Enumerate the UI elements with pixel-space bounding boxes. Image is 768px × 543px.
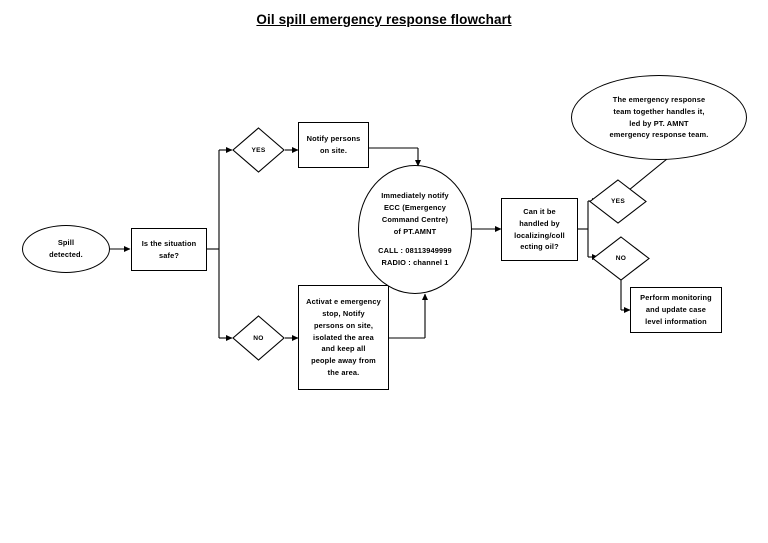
response-team-line2: team together handles it, (613, 106, 705, 116)
handled-line4: ecting oil? (520, 242, 559, 252)
node-is-situation-safe[interactable]: Is the situation safe? (131, 228, 207, 271)
node-activate-emergency-stop[interactable]: Activat e emergency stop, Notify persons… (298, 285, 389, 390)
notify-persons-line1: Notify persons (306, 134, 361, 144)
handled-line2: handled by (519, 218, 560, 228)
activate-stop-line4: isolated the area (313, 332, 374, 342)
perform-monitoring-line2: and update case (645, 305, 707, 314)
activate-stop-line2: stop, Notify (322, 308, 365, 318)
notify-ecc-line3: Command Centre) (381, 215, 449, 225)
notify-persons-line2: on site. (319, 146, 348, 155)
response-team-line4: emergency response team. (609, 130, 709, 140)
node-perform-monitoring[interactable]: Perform monitoring and update case level… (630, 287, 722, 333)
activate-stop-line6: people away from (311, 356, 376, 366)
diamond-shape (232, 315, 285, 361)
activate-stop-line5: and keep all (321, 344, 366, 354)
activate-stop-line3: persons on site, (313, 320, 374, 330)
node-can-it-be-handled[interactable]: Can it be handled by localizing/coll ect… (501, 198, 578, 261)
handled-line3: localizing/coll (514, 230, 565, 240)
diamond-shape (589, 179, 647, 224)
spill-detected-line2: detected. (49, 250, 83, 259)
branch-no-safe-label: NO (253, 334, 264, 342)
node-response-team[interactable]: The emergency response team together han… (571, 75, 747, 160)
notify-ecc-radio: RADIO : channel 1 (381, 257, 449, 267)
diamond-shape (592, 236, 650, 281)
node-branch-no-safe[interactable]: NO (232, 315, 285, 361)
notify-ecc-line1: Immediately notify (381, 191, 449, 201)
situation-safe-line1: Is the situation (141, 238, 197, 248)
response-team-line3: led by PT. AMNT (629, 118, 689, 128)
node-notify-ecc[interactable]: Immediately notify ECC (Emergency Comman… (358, 165, 472, 294)
activate-stop-line1: Activat e emergency (306, 296, 381, 306)
diamond-shape (232, 127, 285, 173)
situation-safe-line2: safe? (158, 250, 180, 260)
notify-ecc-call: CALL : 08113949999 (378, 245, 452, 255)
perform-monitoring-line3: level information (645, 316, 707, 326)
page-title: Oil spill emergency response flowchart (256, 12, 512, 27)
notify-ecc-line4: of PT.AMNT (393, 227, 437, 236)
node-branch-yes-handled[interactable]: YES (589, 179, 647, 224)
node-branch-yes-safe[interactable]: YES (232, 127, 285, 173)
response-team-line1: The emergency response (612, 94, 706, 104)
perform-monitoring-line1: Perform monitoring (640, 293, 712, 303)
notify-ecc-line2: ECC (Emergency (383, 203, 447, 213)
activate-stop-line7: the area. (327, 368, 360, 378)
node-branch-no-handled[interactable]: NO (592, 236, 650, 281)
branch-no-handled-label: NO (615, 255, 627, 262)
handled-line1: Can it be (523, 206, 556, 216)
branch-yes-safe-label: YES (251, 146, 266, 154)
node-spill-detected[interactable]: Spill detected. (22, 225, 110, 273)
spill-detected-line1: Spill (57, 238, 75, 248)
node-notify-persons-on-site[interactable]: Notify persons on site. (298, 122, 369, 168)
branch-yes-handled-label: YES (610, 198, 626, 205)
